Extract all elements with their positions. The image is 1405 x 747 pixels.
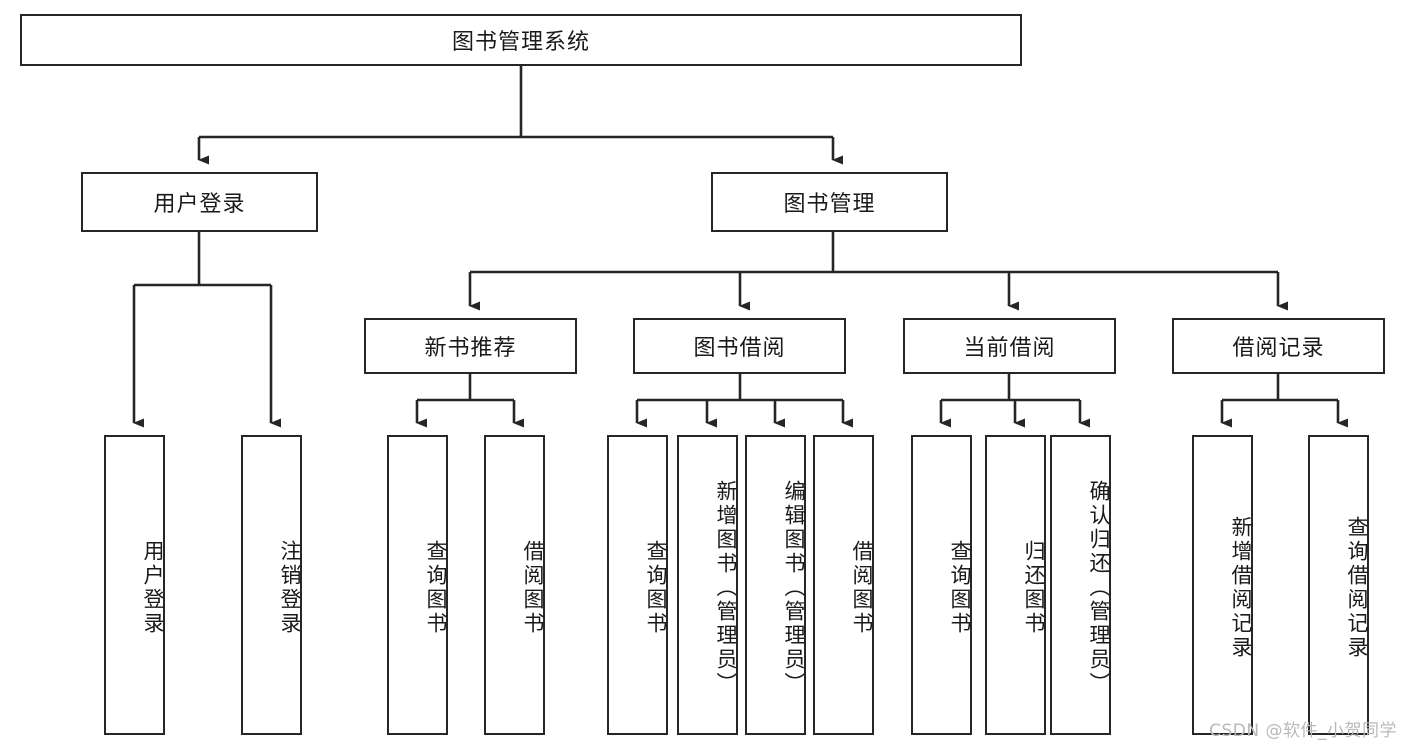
node-leaf-user-login-label: 用户登录 xyxy=(141,540,165,636)
node-user-login[interactable]: 用户登录 xyxy=(81,172,318,232)
node-leaf-query-book-borrow-label: 查询图书 xyxy=(644,540,668,636)
node-new-book-recommend[interactable]: 新书推荐 xyxy=(364,318,577,374)
node-leaf-user-logout[interactable]: 注销登录 xyxy=(241,435,302,735)
node-book-borrow-label: 图书借阅 xyxy=(693,336,786,361)
node-new-book-recommend-label: 新书推荐 xyxy=(424,336,517,361)
node-leaf-user-login[interactable]: 用户登录 xyxy=(104,435,165,735)
node-book-management[interactable]: 图书管理 xyxy=(711,172,948,232)
node-leaf-confirm-return-admin-label: 确认归还（管理员） xyxy=(1087,480,1111,696)
node-leaf-return-book-label: 归还图书 xyxy=(1022,540,1046,636)
node-root[interactable]: 图书管理系统 xyxy=(20,14,1022,66)
node-book-borrow[interactable]: 图书借阅 xyxy=(633,318,846,374)
node-leaf-query-book-recommend-label: 查询图书 xyxy=(424,540,448,636)
node-book-management-label: 图书管理 xyxy=(783,192,876,217)
node-leaf-query-borrow-record-label: 查询借阅记录 xyxy=(1345,516,1369,660)
node-leaf-edit-book-admin-label: 编辑图书（管理员） xyxy=(782,480,806,696)
node-user-login-label: 用户登录 xyxy=(153,192,246,217)
node-current-borrow-label: 当前借阅 xyxy=(963,336,1056,361)
node-leaf-user-logout-label: 注销登录 xyxy=(278,540,302,636)
node-root-label: 图书管理系统 xyxy=(451,30,590,55)
csdn-watermark: CSDN @软件_小贺同学 xyxy=(1209,721,1397,741)
node-current-borrow[interactable]: 当前借阅 xyxy=(903,318,1116,374)
node-leaf-add-borrow-record[interactable]: 新增借阅记录 xyxy=(1192,435,1253,735)
node-leaf-add-book-admin-label: 新增图书（管理员） xyxy=(714,480,738,696)
node-leaf-borrow-book[interactable]: 借阅图书 xyxy=(813,435,874,735)
node-leaf-query-book-current[interactable]: 查询图书 xyxy=(911,435,972,735)
node-leaf-query-book-borrow[interactable]: 查询图书 xyxy=(607,435,668,735)
node-leaf-borrow-book-recommend-label: 借阅图书 xyxy=(521,540,545,636)
node-borrow-records-label: 借阅记录 xyxy=(1232,336,1325,361)
node-leaf-query-book-current-label: 查询图书 xyxy=(948,540,972,636)
node-leaf-edit-book-admin[interactable]: 编辑图书（管理员） xyxy=(745,435,806,735)
node-leaf-add-borrow-record-label: 新增借阅记录 xyxy=(1229,516,1253,660)
node-leaf-borrow-book-recommend[interactable]: 借阅图书 xyxy=(484,435,545,735)
node-borrow-records[interactable]: 借阅记录 xyxy=(1172,318,1385,374)
node-leaf-query-borrow-record[interactable]: 查询借阅记录 xyxy=(1308,435,1369,735)
node-leaf-add-book-admin[interactable]: 新增图书（管理员） xyxy=(677,435,738,735)
node-leaf-borrow-book-label: 借阅图书 xyxy=(850,540,874,636)
node-leaf-confirm-return-admin[interactable]: 确认归还（管理员） xyxy=(1050,435,1111,735)
node-leaf-query-book-recommend[interactable]: 查询图书 xyxy=(387,435,448,735)
node-leaf-return-book[interactable]: 归还图书 xyxy=(985,435,1046,735)
